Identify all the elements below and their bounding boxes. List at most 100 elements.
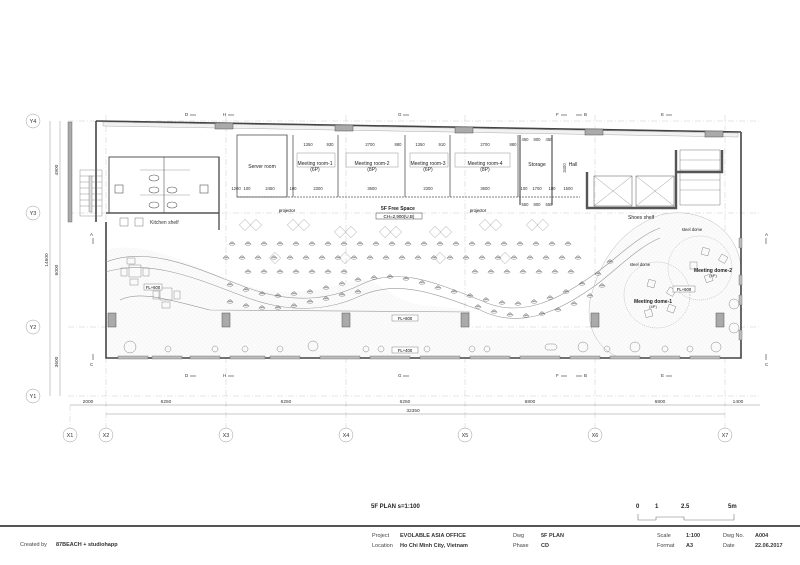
kitchen-shelf-label: Kitchen shelf — [150, 220, 179, 226]
columns-north — [214, 122, 724, 138]
outer-window-band — [102, 121, 739, 138]
svg-text:C: C — [765, 362, 769, 367]
projector-label: projector — [470, 208, 487, 213]
section-marks: D H G F B E D H G F B E A C A C — [90, 112, 769, 378]
steel-dome-label: steel dome — [682, 227, 703, 232]
svg-text:1400: 1400 — [733, 399, 744, 405]
svg-text:880: 880 — [395, 142, 403, 147]
level-tag: FL+600 — [677, 287, 692, 292]
svg-text:E: E — [661, 112, 664, 117]
plan-title: 5F PLAN s=1:100 — [371, 504, 420, 510]
wave-bench — [105, 227, 661, 319]
svg-text:B: B — [584, 373, 587, 378]
svg-text:Y4: Y4 — [30, 119, 37, 125]
date-label: Date — [723, 543, 735, 549]
svg-text:2450: 2450 — [265, 186, 275, 191]
svg-text:H: H — [223, 373, 226, 378]
dome-zone — [588, 212, 742, 359]
svg-text:2700: 2700 — [480, 142, 490, 147]
svg-text:X2: X2 — [103, 433, 110, 439]
dwg-label: Dwg — [513, 533, 525, 539]
dwg-no-value: A004 — [755, 533, 769, 539]
svg-text:4900: 4900 — [54, 164, 60, 175]
svg-text:6250: 6250 — [400, 399, 411, 405]
format-value: A3 — [686, 543, 694, 549]
svg-text:D: D — [185, 112, 189, 117]
svg-text:F: F — [556, 373, 559, 378]
title-block-divider — [0, 525, 800, 527]
svg-text:(4P): (4P) — [709, 273, 717, 278]
toilet-block — [106, 156, 220, 230]
stair-left — [67, 121, 103, 223]
meeting-room-3-label: Meeting room-3 — [410, 161, 445, 167]
svg-text:X3: X3 — [223, 433, 230, 439]
meeting-dome-1-label: Meeting dome-1 — [634, 299, 672, 305]
level-tag: FL+600 — [146, 285, 161, 290]
svg-text:1700: 1700 — [532, 186, 542, 191]
svg-text:3400: 3400 — [562, 163, 567, 173]
svg-text:910: 910 — [439, 142, 447, 147]
south-windows — [117, 355, 721, 360]
server-room-label: Server room — [248, 164, 276, 170]
dwg-no-label: Dwg No. — [723, 533, 745, 539]
east-windows — [738, 237, 743, 341]
created-by-label: Created by — [20, 542, 47, 548]
meeting-room-1-label: Meeting room-1 — [297, 161, 332, 167]
svg-text:100: 100 — [244, 186, 252, 191]
svg-text:1350: 1350 — [415, 142, 425, 147]
scale-bar — [637, 514, 735, 521]
meeting-room-2-label: Meeting room-2 — [354, 161, 389, 167]
steel-dome-label: steel dome — [630, 262, 651, 267]
svg-text:X4: X4 — [343, 433, 350, 439]
svg-text:(8P): (8P) — [367, 167, 377, 173]
svg-text:2300: 2300 — [423, 186, 433, 191]
svg-text:3600: 3600 — [54, 356, 60, 367]
svg-text:32350: 32350 — [406, 408, 420, 414]
svg-text:X1: X1 — [67, 433, 74, 439]
dimension-x: 2000 6250 6250 6250 6800 6800 1400 32350 — [70, 399, 760, 415]
svg-text:X5: X5 — [462, 433, 469, 439]
svg-text:(4P): (4P) — [649, 304, 657, 309]
scale-tick: 1 — [655, 504, 659, 510]
level-tag: FL+400 — [398, 348, 413, 353]
dwg-value: 5F PLAN — [541, 533, 564, 539]
lounge-tables-left — [120, 257, 181, 309]
svg-text:B: B — [584, 112, 587, 117]
svg-text:1350: 1350 — [303, 142, 313, 147]
phase-value: CD — [541, 543, 549, 549]
interior-columns — [107, 312, 725, 328]
svg-text:550: 550 — [522, 202, 530, 207]
created-by-value: 87BEACH + studiohapp — [56, 542, 118, 548]
scale-tick: 0 — [636, 504, 640, 510]
storage-label: Storage — [528, 162, 546, 168]
free-space-label: 5F Free Space — [381, 206, 415, 212]
phase-label: Phase — [513, 543, 529, 549]
room-row — [236, 134, 580, 205]
svg-text:H: H — [223, 112, 226, 117]
svg-text:100: 100 — [521, 186, 529, 191]
svg-text:X7: X7 — [722, 433, 729, 439]
svg-text:930: 930 — [327, 142, 335, 147]
grid-bubbles-y: Y4 Y3 Y2 Y1 — [25, 113, 41, 404]
svg-text:100: 100 — [290, 186, 298, 191]
raised-floor-left — [106, 247, 470, 330]
svg-text:(8P): (8P) — [480, 167, 490, 173]
level-tag: FL+600 — [398, 316, 413, 321]
room-dimensions: 1350 930 2700 880 1350 910 2700 880 450 … — [231, 137, 573, 207]
svg-text:C: C — [90, 362, 94, 367]
svg-text:2300: 2300 — [313, 186, 323, 191]
svg-text:G: G — [398, 373, 402, 378]
svg-text:100: 100 — [549, 186, 557, 191]
scale-tick: 2.5 — [681, 504, 690, 510]
svg-text:X6: X6 — [592, 433, 599, 439]
meeting-dome-2-label: Meeting dome-2 — [694, 268, 732, 274]
location-label: Location — [372, 543, 393, 549]
svg-text:3600: 3600 — [367, 186, 377, 191]
meeting-domes — [623, 235, 733, 329]
svg-text:6250: 6250 — [281, 399, 292, 405]
svg-text:6000: 6000 — [54, 264, 60, 275]
dimension-y: 4900 14600 6000 3600 — [44, 121, 61, 396]
svg-text:3600: 3600 — [480, 186, 490, 191]
scale-value: 1:100 — [686, 533, 701, 539]
svg-text:F: F — [556, 112, 559, 117]
